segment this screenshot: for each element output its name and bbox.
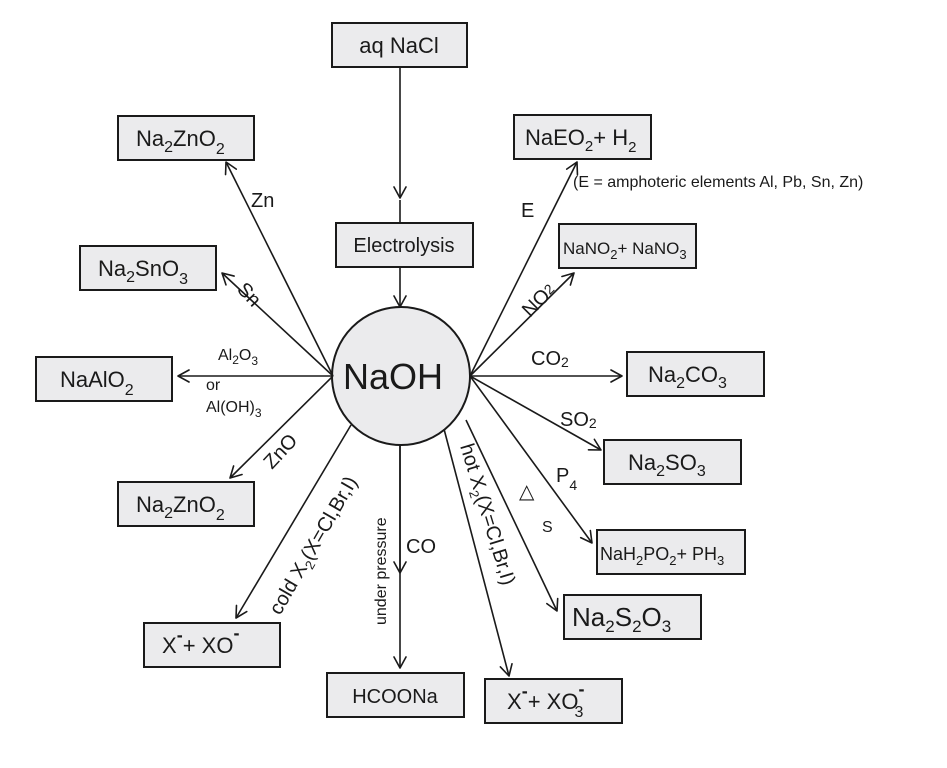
svg-text:Na2SnO3: Na2SnO3 — [98, 256, 188, 288]
arrow-s — [465, 419, 559, 612]
reagent-aloh3: Al(OH)3 — [206, 399, 262, 420]
product-x-xo: X-+ XO- — [143, 622, 281, 668]
arrow-no2 — [469, 272, 575, 377]
reagent-delta: △ — [519, 481, 535, 503]
reagent-zno: ZnO — [260, 430, 303, 473]
svg-text:Na2S2O3: Na2S2O3 — [572, 602, 671, 636]
arrow-cold-x2 — [235, 424, 352, 619]
reagent-co: CO — [406, 536, 436, 558]
svg-text:Na2CO3: Na2CO3 — [648, 362, 727, 392]
source-node: aq NaCl — [331, 22, 468, 68]
svg-text:Na2ZnO2: Na2ZnO2 — [136, 126, 225, 158]
arrow-so2 — [469, 375, 602, 451]
reagent-co2: CO2 — [531, 348, 569, 370]
reagent-zn: Zn — [251, 190, 274, 212]
reagent-p4: P4 — [556, 465, 577, 493]
reagent-cold-x2: cold X2(X=Cl,Br,I) — [265, 473, 364, 620]
reagent-or: or — [206, 377, 221, 394]
reagent-al2o3: Al2O3 — [218, 347, 258, 368]
arrow-zno — [229, 375, 334, 479]
product-nah2po2-ph3: NaH2PO2+ PH3 — [596, 529, 746, 575]
reagent-s: S — [542, 519, 553, 536]
arrow-hot-x2 — [443, 428, 513, 677]
product-na2zno2-bottom: Na2ZnO2 — [117, 481, 255, 527]
arrow-e — [469, 161, 579, 377]
reagent-e: E — [521, 200, 534, 222]
source-label: aq NaCl — [359, 33, 438, 58]
product-naalo2: NaAlO2 — [35, 356, 173, 402]
product-na2so3: Na2SO3 — [603, 439, 742, 485]
svg-text:NaNO2+ NaNO3: NaNO2+ NaNO3 — [563, 239, 687, 262]
process-label: Electrolysis — [353, 235, 454, 257]
arrow-p4 — [469, 375, 593, 544]
svg-text:NaAlO2: NaAlO2 — [60, 367, 134, 399]
amphoteric-note: (E = amphoteric elements Al, Pb, Sn, Zn) — [573, 174, 863, 191]
reagent-under-pressure: under pressure — [373, 517, 390, 625]
center-node: NaOH — [331, 306, 471, 446]
svg-text:NaH2PO2+ PH3: NaH2PO2+ PH3 — [600, 544, 724, 568]
svg-text:Na2ZnO2: Na2ZnO2 — [136, 492, 225, 524]
product-na2zno2-top: Na2ZnO2 — [117, 115, 255, 161]
svg-text:Na2SO3: Na2SO3 — [628, 450, 706, 480]
product-naeo2-h2: NaEO2+ H2 — [513, 114, 652, 160]
product-hcoona-label: HCOONa — [352, 686, 438, 708]
reagent-so2: SO2 — [560, 409, 597, 431]
svg-text:X-+ XO-3: X-+ XO-3 — [507, 679, 584, 721]
reagent-no2: NO2 — [518, 279, 560, 321]
product-na2co3: Na2CO3 — [626, 351, 765, 397]
svg-text:X-+ XO-: X-+ XO- — [162, 623, 239, 658]
product-na2sno3: Na2SnO3 — [79, 245, 217, 291]
svg-text:NaEO2+ H2: NaEO2+ H2 — [525, 125, 636, 156]
reagent-sn: Sn — [232, 278, 265, 311]
process-node: Electrolysis — [335, 222, 474, 268]
center-label: NaOH — [343, 356, 443, 397]
product-x-xo3: X-+ XO-3 — [484, 678, 623, 724]
arrow-sn — [221, 272, 334, 377]
product-hcoona: HCOONa — [326, 672, 465, 718]
arrow-zn — [224, 161, 334, 377]
product-nano2-nano3: NaNO2+ NaNO3 — [558, 223, 697, 269]
product-na2s2o3: Na2S2O3 — [563, 594, 702, 640]
